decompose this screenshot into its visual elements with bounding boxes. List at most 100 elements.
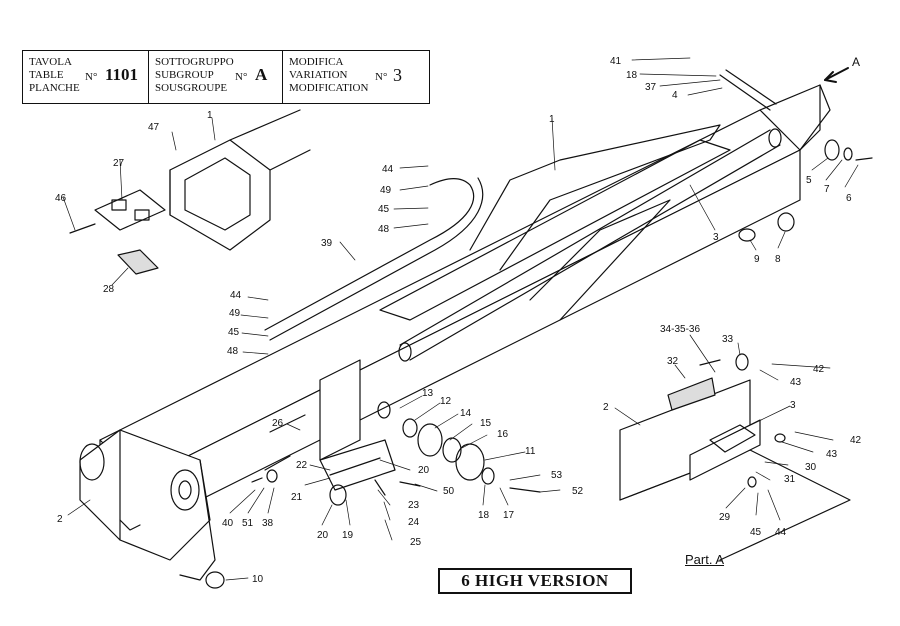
callout-27: 27: [113, 158, 125, 169]
cylinder-tube: [398, 128, 782, 362]
callout-19: 19: [342, 530, 354, 541]
callout-51: 51: [242, 518, 254, 529]
callout-1: 1: [549, 114, 555, 125]
callout-45-inset: 45: [750, 527, 762, 538]
callout-20: 20: [418, 465, 430, 476]
callout-32: 32: [667, 356, 679, 367]
view-arrow: [824, 67, 849, 83]
callout-41: 41: [610, 56, 622, 67]
callout-5: 5: [806, 175, 812, 186]
subgroup-label-en: SUBGROUP: [155, 69, 214, 81]
callout-6: 6: [846, 193, 852, 204]
subgroup-cell: SOTTOGRUPPO SUBGROUP SOUSGROUPE N° A: [149, 51, 283, 103]
callout-11: 11: [525, 446, 536, 457]
callout-42: 42: [813, 364, 825, 375]
callout-48-b: 48: [378, 224, 390, 235]
variation-label-it: MODIFICA: [289, 56, 344, 68]
callout-8: 8: [775, 254, 781, 265]
callout-18-b: 18: [478, 510, 490, 521]
callout-3-inset: 3: [790, 400, 796, 411]
table-no-label: N°: [85, 71, 98, 83]
callout-44-inset: 44: [775, 527, 787, 538]
callout-16: 16: [497, 429, 509, 440]
table-number: 1101: [105, 65, 139, 84]
variation-no-label: N°: [375, 71, 388, 83]
top-rod: [719, 69, 777, 111]
part-a-inset: [619, 353, 851, 561]
subgroup-label-it: SOTTOGRUPPO: [155, 56, 234, 68]
callout-45: 45: [228, 327, 240, 338]
callout-23: 23: [408, 500, 420, 511]
variation-label-en: VARIATION: [289, 69, 348, 81]
callout-2: 2: [57, 514, 63, 525]
callout-47: 47: [148, 122, 160, 133]
callout-9: 9: [754, 254, 760, 265]
table-cell: TAVOLA TABLE PLANCHE N° 1101: [23, 51, 149, 103]
subgroup-value: A: [255, 65, 268, 84]
callout-18: 18: [626, 70, 638, 81]
variation-label-fr: MODIFICATION: [289, 82, 369, 94]
callout-43: 43: [790, 377, 802, 388]
callout-1-inset: 1: [207, 110, 213, 121]
lower-left-items: [205, 414, 306, 589]
callout-33: 33: [722, 334, 734, 345]
right-hardware: [738, 139, 873, 242]
subgroup-label-fr: SOUSGROUPE: [155, 82, 228, 94]
table-label-fr: PLANCHE: [29, 82, 80, 94]
callout-4: 4: [672, 90, 678, 101]
callout-52: 52: [572, 486, 584, 497]
middle-cluster: [319, 359, 541, 506]
title-block: TAVOLA TABLE PLANCHE N° 1101 SOTTOGRUPPO…: [22, 50, 430, 104]
callout-40: 40: [222, 518, 234, 529]
callout-labels: 41 18 37 4 1 47 1 27 46 28 44 49 45 48 3…: [55, 55, 862, 585]
table-label-en: TABLE: [29, 69, 64, 81]
variation-value: 3: [393, 65, 402, 85]
part-a-label: Part. A: [685, 552, 725, 567]
callout-25: 25: [410, 537, 422, 548]
callout-15: 15: [480, 418, 492, 429]
upper-fin: [469, 124, 721, 321]
callout-14: 14: [460, 408, 472, 419]
callout-42-b: 42: [850, 435, 862, 446]
callout-3: 3: [713, 232, 719, 243]
callout-20-b: 20: [317, 530, 329, 541]
callout-39: 39: [321, 238, 333, 249]
callout-2-inset: 2: [603, 402, 609, 413]
callout-12: 12: [440, 396, 452, 407]
callout-50: 50: [443, 486, 455, 497]
callout-29: 29: [719, 512, 731, 523]
subgroup-no-label: N°: [235, 71, 248, 83]
callout-7: 7: [824, 184, 830, 195]
callout-24: 24: [408, 517, 420, 528]
drag-chain: [264, 177, 484, 341]
callout-49: 49: [229, 308, 241, 319]
variation-cell: MODIFICA VARIATION MODIFICATION N° 3: [283, 51, 429, 103]
callout-21: 21: [291, 492, 303, 503]
callout-10: 10: [252, 574, 264, 585]
callout-30: 30: [805, 462, 817, 473]
inset-bracket: [69, 109, 311, 275]
callout-26: 26: [272, 418, 284, 429]
leader-lines: [62, 57, 859, 581]
callout-22: 22: [296, 460, 308, 471]
version-caption: 6 HIGH VERSION: [438, 568, 632, 594]
callout-34-35-36: 34-35-36: [660, 324, 700, 335]
callout-13: 13: [422, 388, 434, 399]
table-label-it: TAVOLA: [29, 56, 72, 68]
callout-38: 38: [262, 518, 274, 529]
head-bracket-left: [79, 429, 216, 581]
callout-49-b: 49: [380, 185, 392, 196]
callout-37: 37: [645, 82, 657, 93]
callout-17: 17: [503, 510, 515, 521]
callout-53: 53: [551, 470, 563, 481]
callout-43-b: 43: [826, 449, 838, 460]
callout-45-b: 45: [378, 204, 390, 215]
callout-48: 48: [227, 346, 239, 357]
view-arrow-label: A: [852, 55, 860, 69]
callout-31: 31: [784, 474, 796, 485]
callout-44-b: 44: [382, 164, 394, 175]
callout-46: 46: [55, 193, 67, 204]
callout-44: 44: [230, 290, 242, 301]
